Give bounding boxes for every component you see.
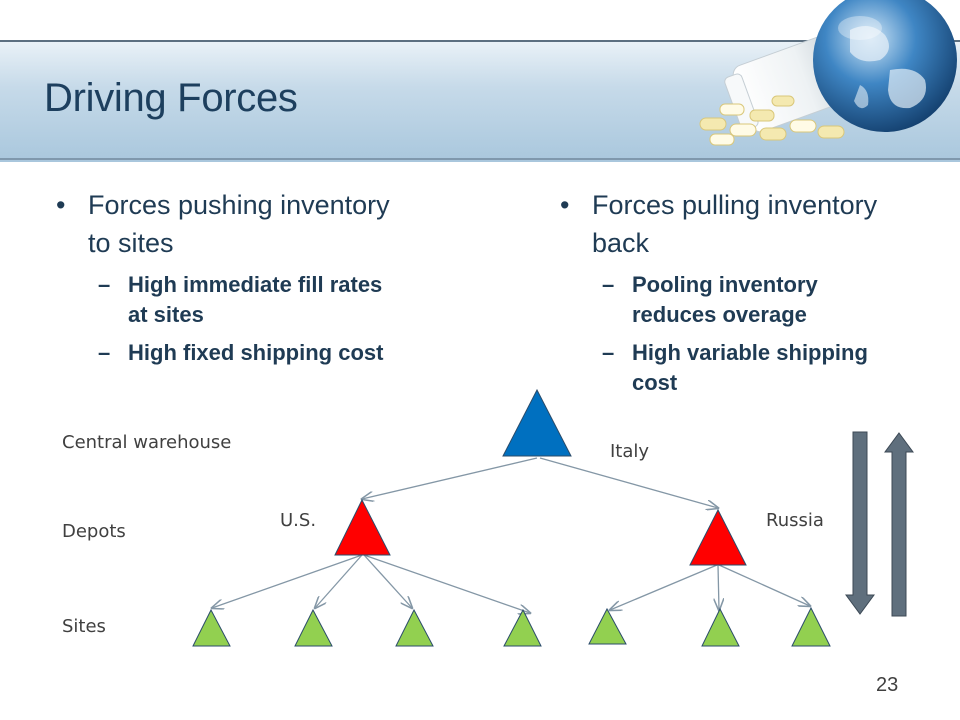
- page-number: 23: [876, 674, 899, 696]
- slide-title: Driving Forces: [44, 76, 298, 120]
- sub-item-text: High variable shipping cost: [632, 340, 868, 395]
- sub-item: – High immediate fill rates at sites: [98, 270, 396, 330]
- arrow-us-to-site-4: [363, 554, 530, 613]
- site-node: [503, 608, 542, 647]
- right-bullet-list: • Forces pulling inventory back – Poolin…: [560, 186, 880, 398]
- bullet-item: • Forces pulling inventory back: [560, 186, 880, 262]
- dash-icon: –: [98, 272, 111, 297]
- bullet-item: • Forces pushing inventory to sites: [56, 186, 396, 262]
- level-label-central-warehouse: Central warehouse: [62, 432, 232, 453]
- bullet-dot-icon: •: [560, 190, 570, 220]
- arrow-italy-to-us: [362, 457, 538, 499]
- arrow-us-to-site-3: [363, 554, 412, 608]
- site-node: [701, 607, 740, 647]
- arrow-italy-to-russia: [539, 457, 718, 508]
- sub-item-text: High fixed shipping cost: [128, 340, 384, 365]
- site-node: [588, 607, 627, 645]
- bullet-text: Forces pushing inventory to sites: [88, 190, 390, 258]
- node-label-italy: Italy: [610, 441, 650, 462]
- push-down-arrow-icon: [845, 431, 875, 615]
- header-divider: [0, 158, 960, 160]
- bullet-text: Forces pulling inventory back: [592, 190, 878, 258]
- arrow-russia-to-site-5: [610, 564, 718, 610]
- bullet-dot-icon: •: [56, 190, 66, 220]
- dash-icon: –: [602, 272, 615, 297]
- node-label-us: U.S.: [280, 510, 317, 531]
- site-node: [192, 608, 231, 647]
- sub-item: – High fixed shipping cost: [98, 338, 396, 368]
- arrow-russia-to-site-7: [718, 564, 810, 606]
- site-node: [294, 608, 333, 647]
- level-label-depots: Depots: [62, 521, 126, 542]
- globe-and-pills-image: [699, 0, 957, 146]
- sub-item-text: Pooling inventory reduces overage: [632, 272, 818, 327]
- arrow-russia-to-site-6: [718, 564, 719, 610]
- dash-icon: –: [602, 340, 615, 365]
- arrow-us-to-site-2: [315, 554, 363, 608]
- arrow-us-to-site-1: [212, 554, 363, 608]
- sub-item: – Pooling inventory reduces overage: [602, 270, 880, 330]
- site-node: [791, 606, 831, 647]
- central-warehouse-node: [502, 388, 572, 457]
- node-label-russia: Russia: [766, 510, 824, 531]
- dash-icon: –: [98, 340, 111, 365]
- sub-item: – High variable shipping cost: [602, 338, 880, 398]
- site-node: [395, 608, 434, 647]
- sub-item-text: High immediate fill rates at sites: [128, 272, 383, 327]
- pull-up-arrow-icon: [884, 432, 914, 617]
- level-label-sites: Sites: [62, 616, 106, 637]
- left-bullet-list: • Forces pushing inventory to sites – Hi…: [56, 186, 396, 368]
- depot-node-us: [334, 498, 391, 556]
- depot-node-russia: [689, 508, 747, 566]
